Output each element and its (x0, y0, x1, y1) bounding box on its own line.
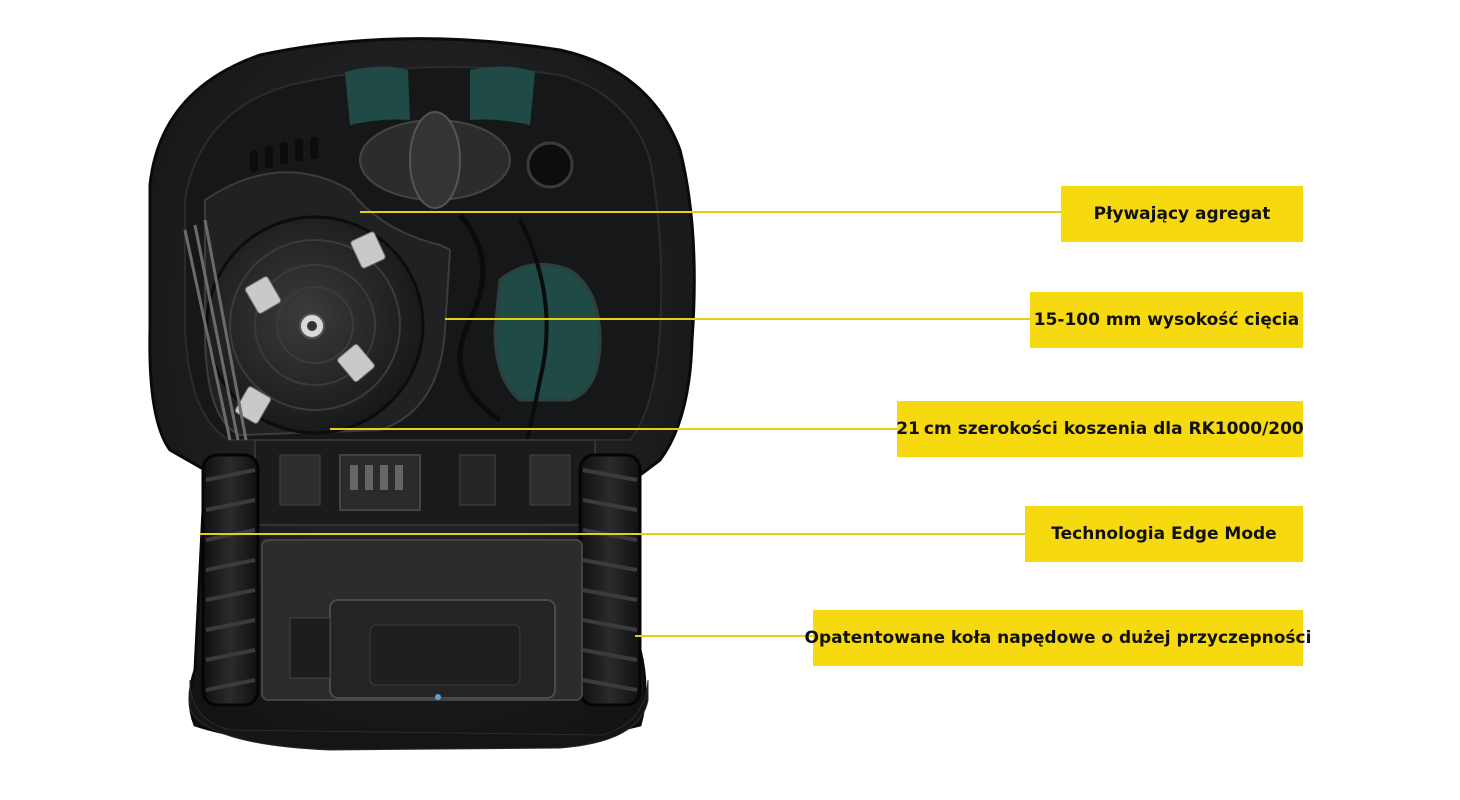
blade (234, 386, 272, 424)
callout-cutting-height: 15-100 mm wysokość cięcia (1030, 292, 1303, 348)
rear-bumper (189, 679, 649, 751)
callout-floating-deck-text: Pływający agregat (1093, 204, 1271, 224)
leader-line-cutting-height (445, 318, 1030, 320)
callout-cutting-width-main: cm szerokości koszenia dla RK (923, 419, 1215, 439)
callout-cutting-width: 21 cm szerokości koszenia dla RK 1000/20… (896, 401, 1304, 457)
motor-port (526, 141, 574, 189)
callout-drive-wheels: Opatentowane koła napędowe o dużej przyc… (805, 610, 1311, 666)
blade (244, 276, 282, 314)
leader-line-edge-mode (200, 533, 1026, 535)
vent-slots (250, 137, 318, 172)
cable (457, 213, 502, 423)
side-rails (183, 219, 248, 441)
right-drive-wheel (578, 453, 642, 707)
callout-edge-mode: Technologia Edge Mode (1025, 506, 1303, 562)
blade (337, 343, 375, 383)
callout-cutting-height-text: 15-100 mm wysokość cięcia (1033, 310, 1300, 330)
left-drive-wheel (201, 453, 260, 707)
status-led (435, 694, 441, 700)
teal-vent-left (345, 66, 410, 125)
blade (350, 231, 386, 269)
callout-drive-wheels-text: Opatentowane koła napędowe o dużej przyc… (804, 628, 1312, 648)
teal-vent-right (470, 66, 535, 125)
leader-line-cutting-width (330, 428, 898, 430)
leader-line-floating-deck (360, 211, 1062, 213)
callout-cutting-width-suffix: 1000/200 (1214, 419, 1304, 439)
motor-core (409, 111, 461, 209)
callout-cutting-width-prefix: 21 (896, 419, 920, 439)
leader-line-drive-wheels (635, 635, 813, 637)
callout-edge-mode-text: Technologia Edge Mode (1051, 524, 1277, 544)
callout-floating-deck: Pływający agregat (1061, 186, 1303, 242)
